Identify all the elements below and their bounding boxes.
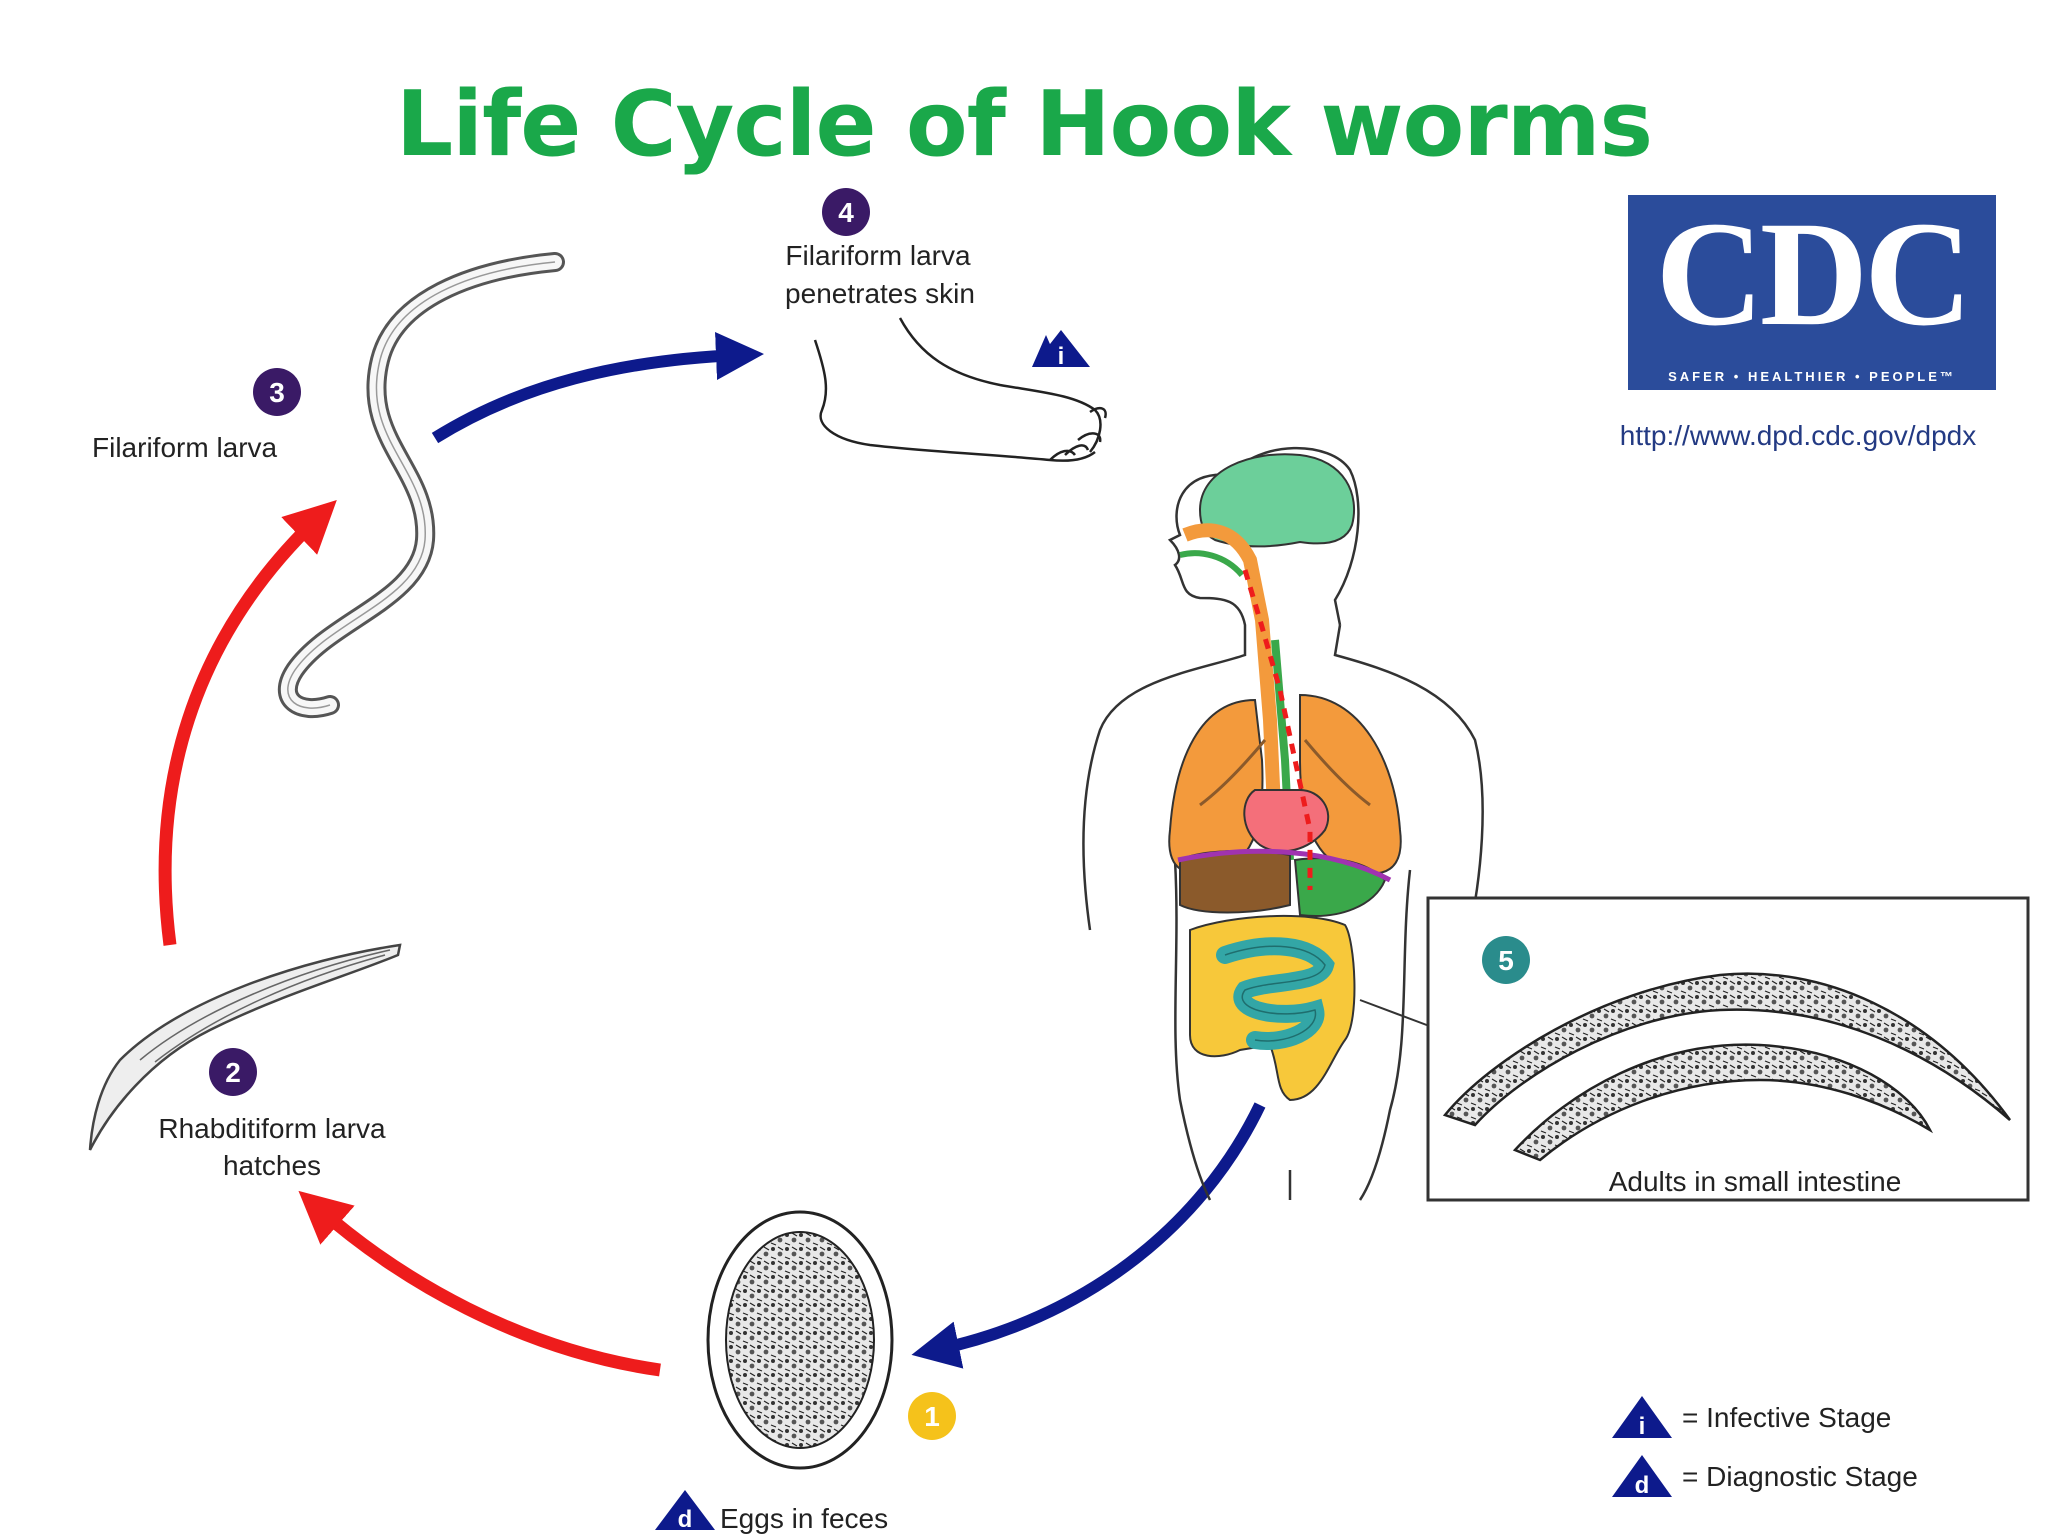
svg-text:= Infective Stage: = Infective Stage — [1682, 1402, 1891, 1433]
adult-worms-illustration — [1442, 972, 2012, 1162]
stage-2-label-line1: Rhabditiform larva — [158, 1113, 386, 1144]
svg-text:1: 1 — [924, 1401, 940, 1432]
stage-1-label: Eggs in feces — [720, 1503, 888, 1534]
cdc-logo-tagline: SAFER • HEALTHIER • PEOPLE™ — [1668, 369, 1956, 384]
badge-stage-1: 1 — [908, 1392, 956, 1440]
arrow-3-to-4 — [431, 332, 764, 444]
foot-illustration — [813, 317, 1107, 462]
svg-text:5: 5 — [1498, 945, 1514, 976]
stage-5-label: Adults in small intestine — [1609, 1166, 1902, 1197]
cdc-logo: CDC SAFER • HEALTHIER • PEOPLE™ — [1628, 195, 1996, 390]
arrow-human-to-1 — [911, 1102, 1266, 1369]
filariform-larva-illustration — [278, 252, 565, 719]
svg-text:d: d — [1635, 1472, 1650, 1499]
stage-2-label-line2: hatches — [223, 1150, 321, 1181]
human-body-illustration — [1082, 446, 1484, 1201]
rhabditiform-larva-illustration — [88, 943, 402, 1151]
legend-infective: i = Infective Stage — [1612, 1396, 1891, 1440]
cdc-logo-word: CDC — [1655, 195, 1973, 357]
egg-illustration — [706, 1210, 894, 1470]
badge-stage-4: 4 — [822, 188, 870, 236]
arrow-1-to-2 — [298, 1190, 661, 1377]
svg-text:d: d — [678, 1506, 693, 1533]
badge-stage-2: 2 — [209, 1048, 257, 1096]
cdc-url: http://www.dpd.cdc.gov/dpdx — [1619, 420, 1977, 451]
badge-stage-3: 3 — [253, 368, 301, 416]
stage-4-label-line2: penetrates skin — [785, 278, 975, 309]
page-title: Life Cycle of Hook worms — [395, 72, 1653, 177]
arrow-2-to-3 — [158, 500, 337, 946]
svg-text:4: 4 — [838, 197, 854, 228]
legend-diagnostic: d = Diagnostic Stage — [1612, 1455, 1918, 1499]
svg-text:i: i — [1058, 343, 1065, 370]
svg-text:= Diagnostic Stage: = Diagnostic Stage — [1682, 1461, 1918, 1492]
svg-text:i: i — [1639, 1413, 1646, 1440]
stage-4-label-line1: Filariform larva — [785, 240, 971, 271]
svg-text:3: 3 — [269, 377, 285, 408]
triangle-d-icon: d — [655, 1490, 715, 1533]
badge-stage-5: 5 — [1482, 936, 1530, 984]
stage-3-label: Filariform larva — [92, 432, 278, 463]
triangle-i-icon: i — [1032, 330, 1090, 370]
svg-text:2: 2 — [225, 1057, 241, 1088]
